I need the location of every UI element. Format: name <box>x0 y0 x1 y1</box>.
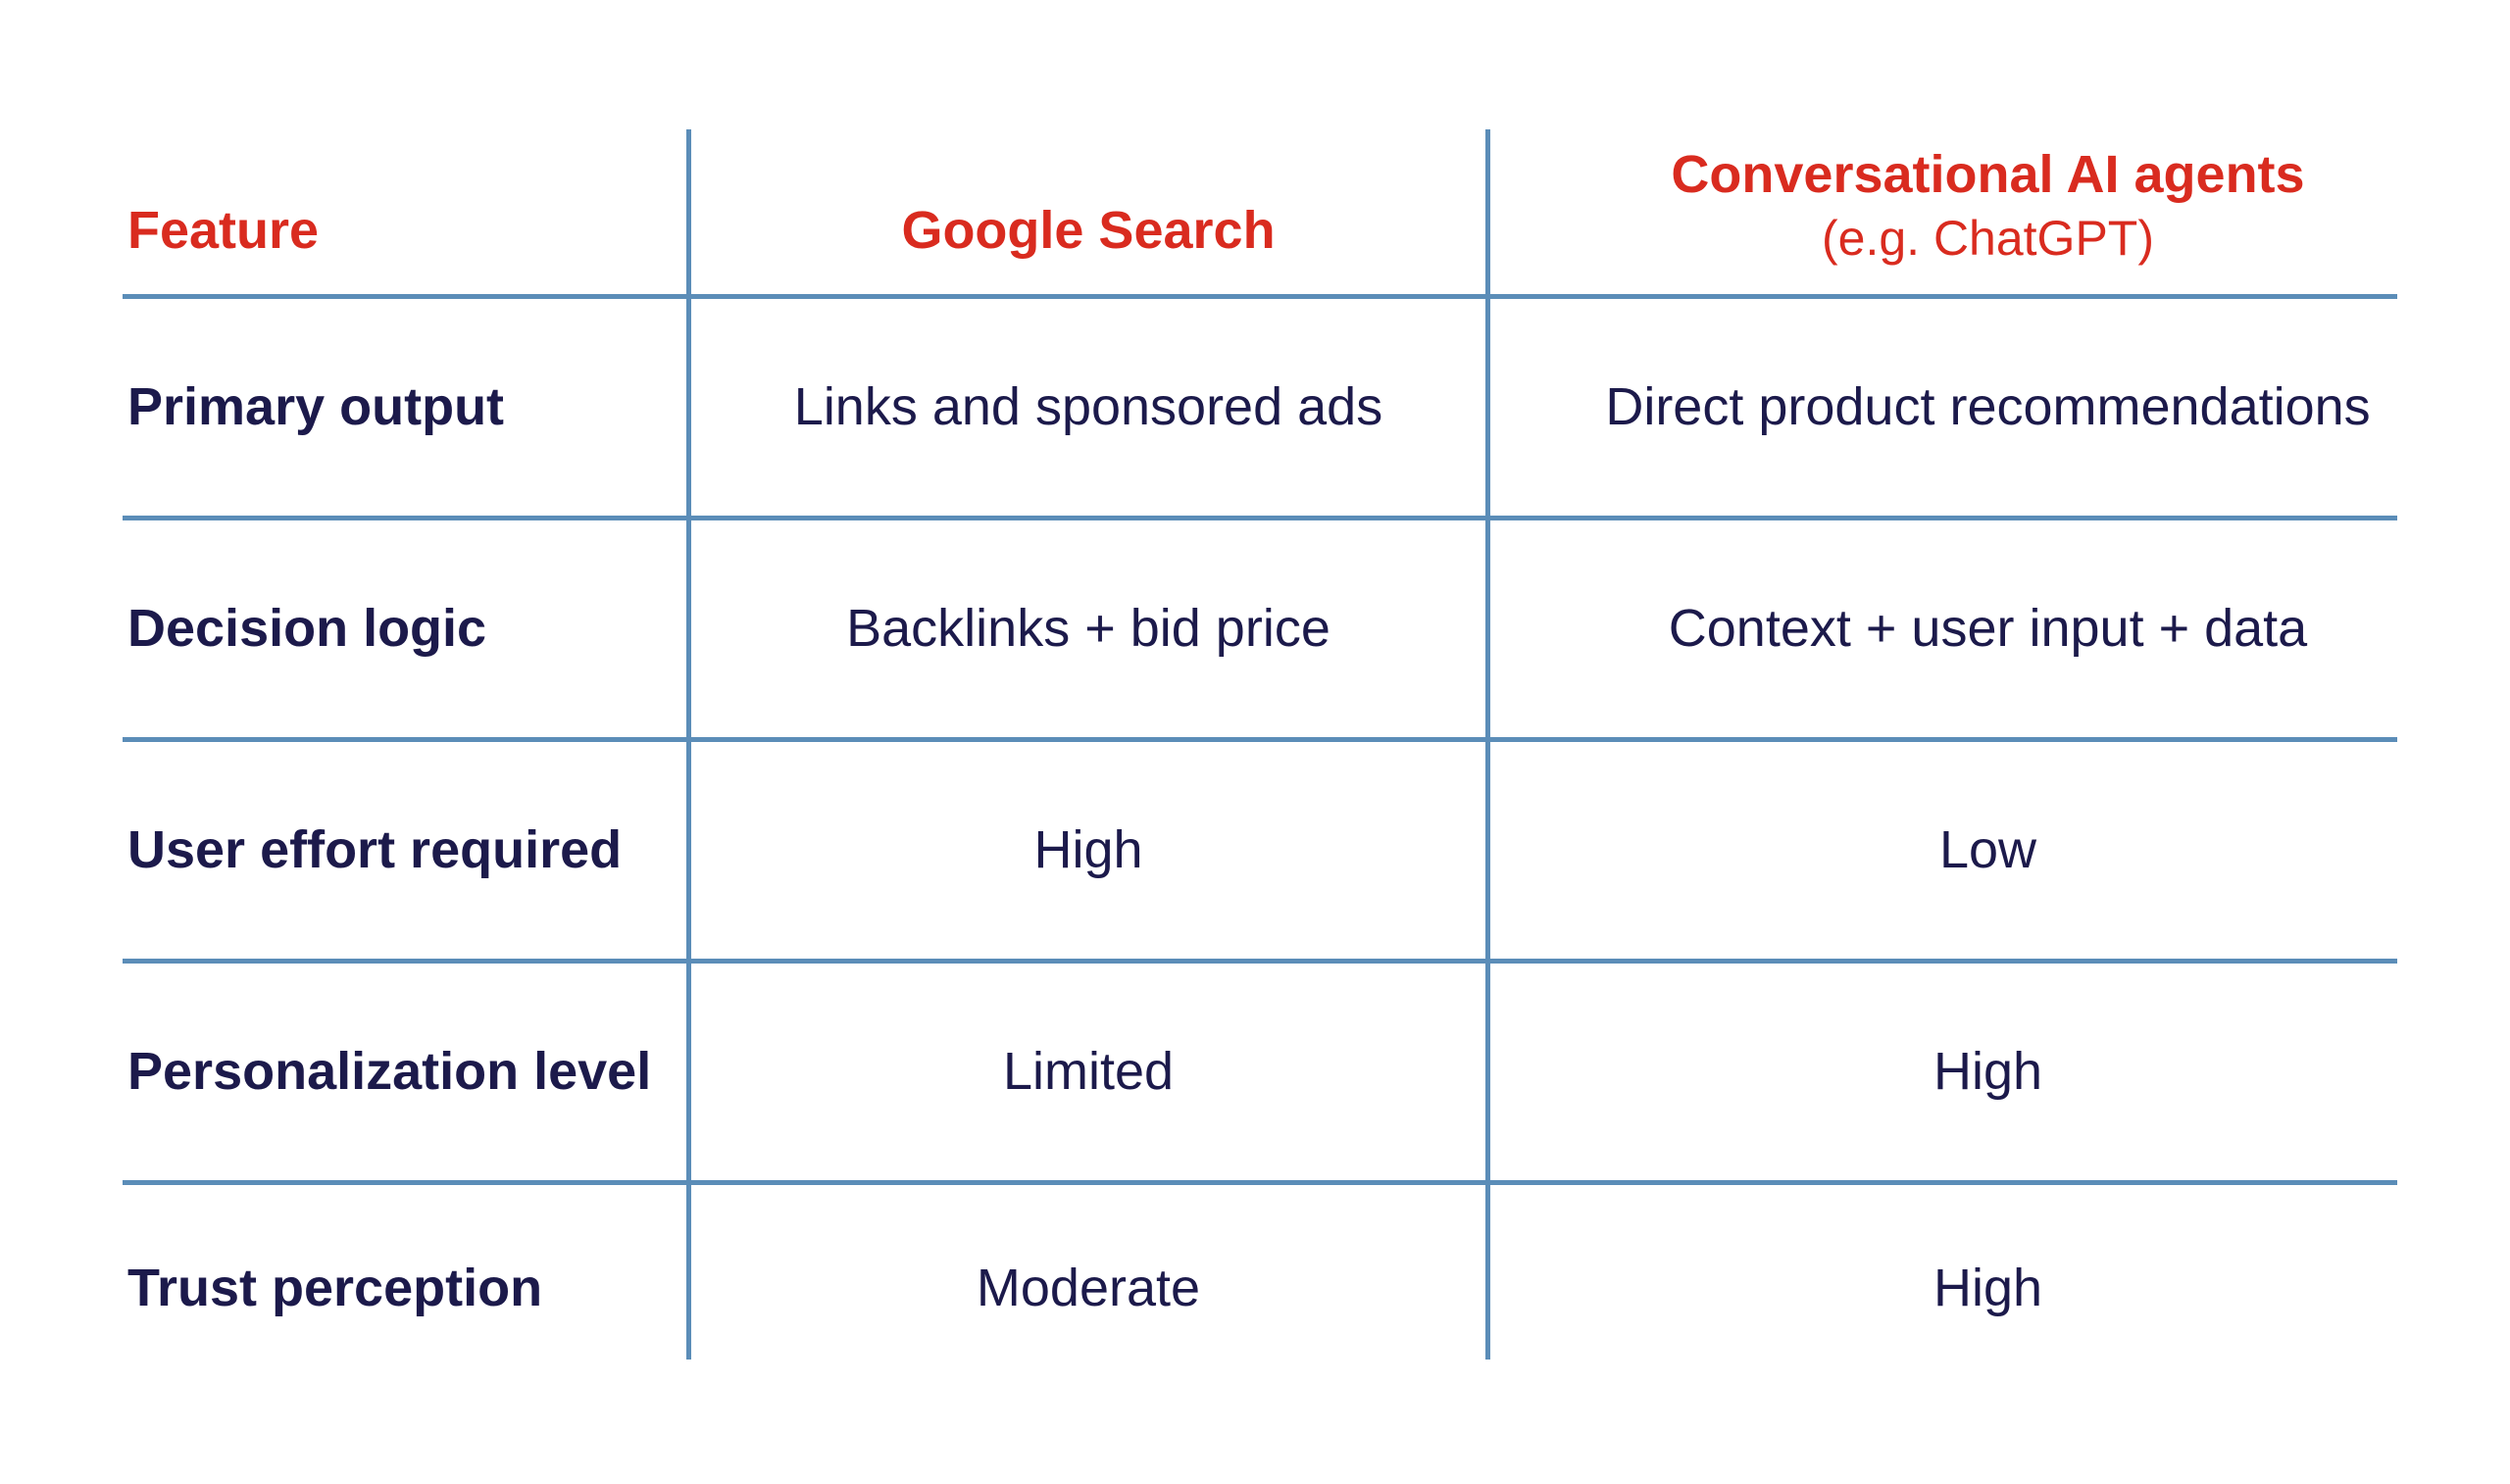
row-divider <box>123 959 2397 964</box>
header-feature: Feature <box>127 200 320 260</box>
header-ai-title: Conversational AI agents <box>1671 145 2305 205</box>
row-divider <box>123 737 2397 742</box>
row-divider <box>123 516 2397 520</box>
table-row-ai: Low <box>1938 820 2037 880</box>
table-row-ai: Context + user input + data <box>1668 599 2308 659</box>
header-conversational-ai: Conversational AI agents (e.g. ChatGPT) <box>1490 118 2485 294</box>
table-row-feature: Personalization level <box>127 1042 652 1102</box>
table-row-google: Backlinks + bid price <box>846 599 1330 659</box>
table-row-google: Moderate <box>976 1258 1201 1317</box>
table-row-google: Limited <box>1002 1042 1175 1102</box>
header-google-search: Google Search <box>901 200 1276 260</box>
table-row-google: High <box>1033 820 1143 880</box>
table-row-ai: High <box>1933 1042 2043 1102</box>
table-row-feature: Trust perception <box>127 1258 543 1317</box>
table-row-feature: Decision logic <box>127 599 487 659</box>
header-divider <box>123 294 2397 299</box>
column-divider <box>686 129 691 1360</box>
table-row-feature: User effort required <box>127 820 623 880</box>
row-divider <box>123 1180 2397 1185</box>
table-row-google: Links and sponsored ads <box>793 377 1383 437</box>
table-row-ai: High <box>1933 1258 2043 1317</box>
column-divider <box>1485 129 1490 1360</box>
header-ai-subtitle: (e.g. ChatGPT) <box>1822 211 2154 267</box>
table-row-ai: Direct product recommendations <box>1605 377 2371 437</box>
table-row-feature: Primary output <box>127 377 505 437</box>
